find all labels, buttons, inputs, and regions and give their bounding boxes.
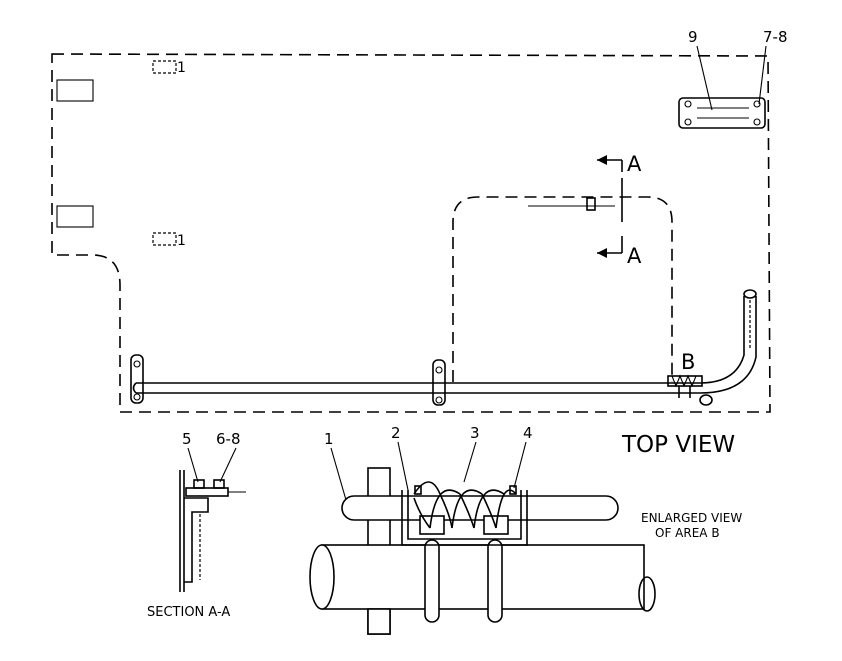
top-view-panel-outline [51, 53, 771, 413]
callout-1-lower: 1 [177, 233, 186, 249]
mounting-bracket-top-right [678, 97, 766, 129]
callout-9: 9 [688, 28, 698, 46]
spring-coil [413, 481, 517, 529]
callout-3: 3 [470, 424, 480, 442]
callout-1-enlarged: 1 [324, 430, 334, 448]
section-a-a-drawing [179, 470, 246, 592]
tube-main-horizontal [132, 289, 757, 394]
area-b-spring-clamp [667, 374, 703, 398]
top-view-title: TOP VIEW [621, 432, 735, 458]
section-cut-line [528, 155, 623, 258]
callout-2: 2 [391, 424, 401, 442]
section-letter-top: A [627, 152, 642, 176]
inner-opening-outline [452, 196, 673, 382]
section-a-a-title: SECTION A-A [147, 605, 230, 620]
enlarged-view-title-line2: OF AREA B [655, 526, 720, 540]
enlarged-view-drawing [309, 467, 656, 635]
clip-outline-lower [152, 232, 177, 246]
clip-outline-upper [152, 60, 177, 74]
tube-clamp-right [699, 394, 713, 406]
section-letter-bottom: A [627, 244, 642, 268]
panel-slot-upper-left [56, 79, 94, 102]
panel-slot-lower-left [56, 205, 94, 228]
callout-6-8: 6-8 [216, 430, 241, 448]
enlarged-view-title-line1: ENLARGED VIEW [641, 511, 742, 525]
tube-clamp-left [130, 354, 144, 404]
callout-1-upper: 1 [177, 60, 186, 76]
callout-7-8: 7-8 [763, 28, 788, 46]
area-letter-b: B [681, 350, 695, 374]
tube-clamp-middle [432, 359, 446, 406]
callout-4: 4 [523, 424, 533, 442]
callout-5: 5 [182, 430, 192, 448]
